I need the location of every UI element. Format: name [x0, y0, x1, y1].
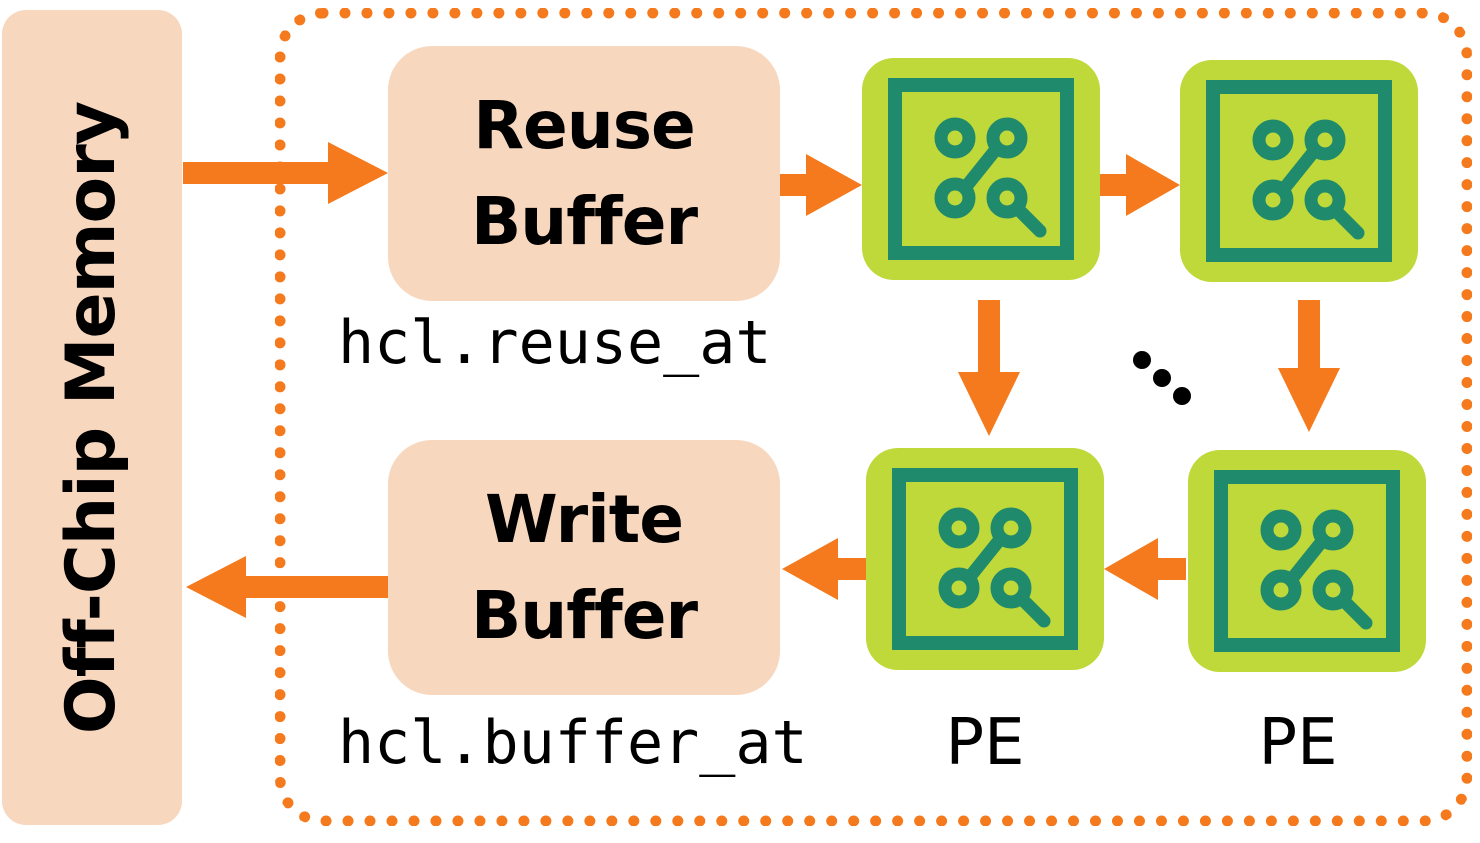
circuit-board-icon	[1180, 60, 1418, 282]
circuit-board-icon	[1188, 450, 1426, 672]
write-buffer-title-line2: Buffer	[470, 576, 698, 654]
ellipsis-icon	[1133, 351, 1191, 405]
reuse-buffer: Reuse Buffer	[388, 46, 780, 301]
on-chip-boundary	[275, 8, 1472, 826]
reuse-buffer-title-line1: Reuse	[473, 86, 696, 164]
write-buffer-title-line1: Write	[484, 480, 684, 558]
arrow-reuse-buffer-to-pe	[780, 154, 862, 216]
write-buffer-code-label: hcl.buffer_at	[338, 708, 808, 778]
arrow-pe-down-left	[958, 300, 1020, 436]
pe-label: PE	[1258, 706, 1338, 780]
arrow-memory-to-reuse-buffer	[183, 142, 388, 204]
write-buffer: Write Buffer	[388, 440, 780, 695]
arrow-write-buffer-to-memory	[186, 556, 388, 618]
pe-label: PE	[945, 706, 1025, 780]
arrow-pe-to-pe-right	[1100, 154, 1180, 216]
off-chip-memory-box	[2, 10, 182, 825]
arrow-pe-to-write-buffer	[782, 538, 866, 600]
arrow-pe-to-pe-left	[1104, 538, 1186, 600]
circuit-board-icon	[866, 448, 1104, 670]
reuse-buffer-title-line2: Buffer	[470, 182, 698, 260]
arrow-pe-down-right	[1278, 300, 1340, 432]
circuit-board-icon	[862, 58, 1100, 280]
reuse-buffer-code-label: hcl.reuse_at	[338, 308, 772, 378]
